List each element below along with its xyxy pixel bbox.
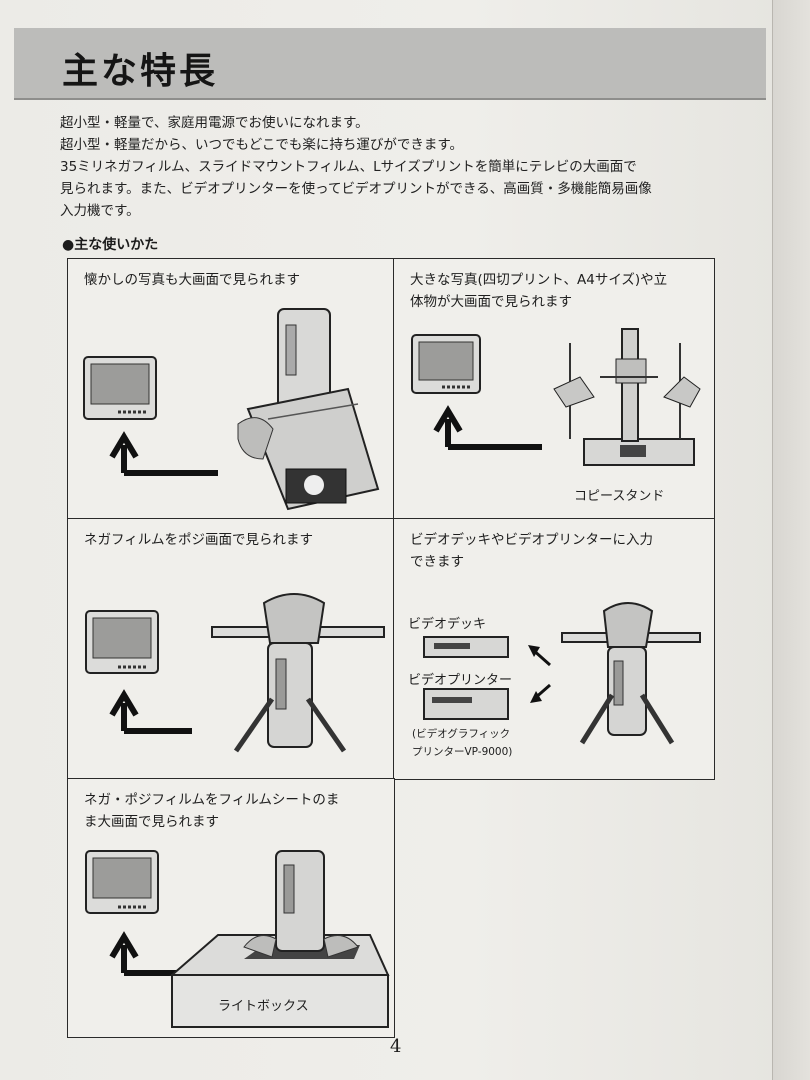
usage-grid: 懐かしの写真も大画面で見られます [67, 258, 715, 1038]
panel-photo-viewing: 懐かしの写真も大画面で見られます [67, 258, 395, 520]
title-band [14, 28, 766, 100]
video-printer-label: ビデオプリンター [408, 673, 513, 688]
panel-negative-film: ネガフィルムをポジ画面で見られます [67, 518, 395, 780]
panel-text: 懐かしの写真も大画面で見られます [84, 269, 300, 291]
panel-line: ビデオデッキやビデオプリンターに入力 [410, 532, 653, 548]
scanner-with-photo-illustration [83, 308, 380, 511]
copy-stand-illustration [411, 328, 701, 466]
page-title: 主な特長 [62, 51, 219, 92]
film-scanner-illustration [85, 593, 385, 753]
photo-scanner-icon [237, 308, 380, 511]
panel-text: ビデオデッキやビデオプリンターに入力 できます [410, 529, 653, 573]
panel-video-input: ビデオデッキやビデオプリンターに入力 できます ビデオデッキ ビデオプリンター … [393, 518, 715, 780]
video-deck-label: ビデオデッキ [408, 617, 487, 632]
note-line: プリンターVP-9000) [412, 746, 513, 758]
panel-line: ネガフィルムをポジ画面で見られます [84, 532, 313, 548]
light-box-illustration [85, 850, 390, 1028]
panel-line: ネガ・ポジフィルムをフィルムシートのま [84, 792, 340, 808]
intro-line: 入力機です。 [60, 203, 140, 219]
tv-monitor-icon [85, 610, 159, 674]
adjacent-page-edge [772, 0, 810, 1080]
panel-line: 懐かしの写真も大画面で見られます [84, 272, 300, 288]
intro-line: 見られます。また、ビデオプリンターを使ってビデオプリントができる、高画質・多機能… [60, 181, 652, 197]
panel-text: ネガフィルムをポジ画面で見られます [84, 529, 313, 551]
light-box-caption: ライトボックス [218, 999, 309, 1014]
film-scanner-tripod-icon [211, 593, 385, 753]
arrow-up-right-icon [109, 689, 192, 734]
intro-line: 超小型・軽量で、家庭用電源でお使いになれます。 [60, 115, 369, 131]
film-scanner-tripod-icon [561, 602, 701, 745]
intro-text: 超小型・軽量で、家庭用電源でお使いになれます。 超小型・軽量だから、いつでもどこ… [60, 112, 740, 222]
panel-text: ネガ・ポジフィルムをフィルムシートのま ま大画面で見られます [84, 789, 339, 833]
tv-monitor-icon [85, 850, 159, 914]
panel-line: ま大画面で見られます [84, 814, 219, 830]
video-devices-illustration [423, 602, 701, 745]
copy-stand-icon [553, 328, 701, 466]
panel-line: 体物が大画面で見られます [410, 294, 572, 310]
intro-line: 超小型・軽量だから、いつでもどこでも楽に持ち運びができます。 [60, 137, 463, 153]
copy-stand-caption: コピースタンド [574, 489, 665, 504]
arrow-up-right-icon [433, 405, 542, 450]
video-deck-icon [423, 636, 509, 658]
note-line: (ビデオグラフィック [412, 728, 511, 740]
intro-line: 35ミリネガフィルム、スライドマウントフィルム、Lサイズプリントを簡単にテレビの… [60, 159, 637, 175]
printer-model-note: (ビデオグラフィック プリンターVP-9000) [412, 725, 512, 761]
connection-arrows-icon [528, 645, 551, 703]
light-box-icon [169, 850, 390, 1028]
panel-large-photo: 大きな写真(四切プリント、A4サイズ)や立 体物が大画面で見られます [393, 258, 715, 520]
section-heading: ●主な使いかた [62, 237, 159, 253]
tv-monitor-icon [83, 356, 157, 420]
video-printer-icon [423, 688, 509, 720]
arrow-up-right-icon [109, 431, 218, 476]
page-number: 4 [390, 1036, 402, 1057]
panel-text: 大きな写真(四切プリント、A4サイズ)や立 体物が大画面で見られます [410, 269, 667, 313]
panel-film-sheet: ネガ・ポジフィルムをフィルムシートのま ま大画面で見られます [67, 778, 395, 1038]
panel-line: 大きな写真(四切プリント、A4サイズ)や立 [410, 272, 668, 288]
tv-monitor-icon [411, 334, 481, 394]
panel-line: できます [410, 554, 464, 570]
